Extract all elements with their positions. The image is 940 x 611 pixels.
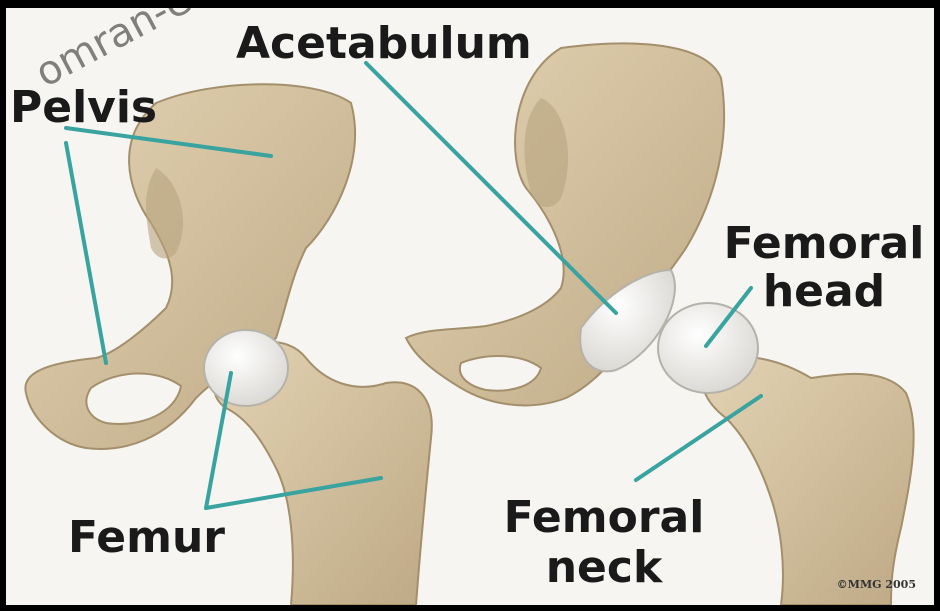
label-femoral-head-line2: head [714, 270, 934, 314]
pelvis-leader-lower [66, 143, 106, 363]
label-femoral-neck-line1: Femoral [494, 496, 714, 540]
label-femoral-neck: Femoral neck [494, 496, 714, 590]
label-femoral-head-line1: Femoral [714, 222, 934, 266]
label-pelvis: Pelvis [10, 86, 157, 130]
left-femur-bone [204, 330, 432, 605]
label-acetabulum: Acetabulum [236, 22, 532, 66]
diagram-panel: omran-educa Pelvis Acetabulum Femoral he… [6, 8, 934, 605]
label-femoral-neck-line2: neck [494, 546, 714, 590]
label-femur: Femur [68, 516, 225, 560]
label-femoral-head: Femoral head [714, 222, 934, 314]
copyright-notice: ©MMG 2005 [837, 578, 916, 591]
